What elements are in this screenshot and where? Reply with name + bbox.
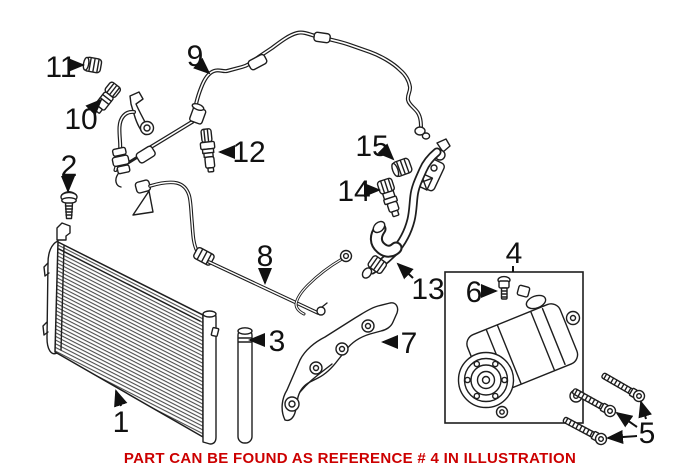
part-label-12: 12	[232, 136, 265, 169]
drier-body	[237, 328, 253, 444]
pipe-assembly	[111, 30, 431, 188]
hose-13-open-end	[361, 267, 373, 279]
service-valve-2-icon	[376, 177, 400, 218]
part-label-11: 11	[45, 51, 76, 84]
leader-arrows	[61, 57, 652, 444]
part-label-13: 13	[411, 273, 444, 306]
compressor-tab	[516, 284, 531, 298]
pipe-8-end	[316, 306, 326, 316]
bolt-icon	[571, 388, 617, 418]
part-label-4: 4	[506, 237, 523, 270]
pipe-9-coupling-a	[247, 53, 268, 71]
compressor-box	[444, 271, 584, 424]
refrigerant-pipe-8-icon	[132, 179, 328, 316]
drier-cap	[237, 327, 253, 335]
condenser-mount-tab	[56, 222, 71, 241]
liquid-pipe-icon	[294, 249, 353, 316]
refrigerant-pipe-9-core	[191, 31, 422, 130]
sealing-cap-2-icon	[391, 157, 413, 178]
leader-5a	[638, 400, 652, 420]
condenser-side-channel	[46, 240, 59, 355]
screw-threads	[64, 205, 74, 216]
leader-13	[396, 262, 414, 280]
liquid-pipe-fitting-hole	[342, 252, 350, 260]
part-label-8: 8	[257, 240, 274, 273]
pipe-hanger-loop	[132, 190, 154, 216]
bracket-detail-line	[299, 363, 333, 393]
bracket-icon	[281, 302, 399, 422]
pressure-sensor-icon	[199, 128, 216, 173]
part-label-15: 15	[355, 130, 388, 163]
part-labels: 1 2 3 4 5 6 7 8 9 10 11 12 13 14 15	[45, 40, 655, 450]
liquid-pipe-fitting	[339, 249, 353, 263]
part-label-9: 9	[187, 40, 204, 73]
part-label-6: 6	[466, 276, 483, 309]
screw-icon	[60, 191, 78, 220]
compressor-pulley	[457, 351, 515, 409]
bolt-icon	[562, 416, 608, 446]
pipe-coupling	[135, 145, 156, 164]
condenser-tank-clip	[210, 326, 220, 338]
part-label-7: 7	[401, 327, 418, 360]
part-label-2: 2	[61, 150, 78, 183]
pipe-9-port-cap	[191, 102, 205, 112]
condenser-side-tabs	[42, 262, 50, 336]
pipe-8-end-hook	[321, 302, 328, 308]
leader-5c	[606, 429, 638, 444]
hose-13-port	[430, 164, 438, 172]
part-label-10: 10	[64, 103, 97, 136]
bolt-6-icon	[497, 275, 511, 300]
liquid-pipe-core	[295, 258, 343, 315]
pipe-8-straight-core	[208, 261, 319, 314]
part-label-5: 5	[639, 417, 656, 450]
condenser-tank-cap	[202, 310, 217, 318]
pipe-9-coupling-b	[313, 31, 331, 44]
leader-10	[85, 98, 103, 116]
pipe-9-end-fitting	[414, 126, 426, 136]
bracket-eyelet-hole	[143, 124, 151, 132]
part-label-1: 1	[113, 406, 130, 439]
hose-13-hook	[436, 138, 451, 153]
caption-text: PART CAN BE FOUND AS REFERENCE # 4 IN IL…	[123, 450, 577, 467]
refrigerant-pipe-9	[190, 30, 423, 131]
condenser-frame-line	[60, 245, 65, 351]
bolt-icon	[601, 372, 646, 403]
pipe-end-fitting	[111, 146, 131, 175]
condenser-header-line	[58, 248, 201, 322]
mounting-bolts-icon	[562, 372, 646, 446]
pipe-9-tail-core	[145, 121, 193, 151]
refrigerant-pipe-8-core	[149, 181, 198, 252]
hose-13-elbow-open-end	[372, 220, 386, 234]
sealing-cap-icon	[82, 56, 103, 74]
refrigerant-pipe-8	[148, 180, 199, 253]
condenser-icon	[42, 222, 220, 445]
part-label-14: 14	[337, 175, 370, 208]
leader-5b	[615, 411, 638, 428]
compressor-icon	[457, 284, 583, 419]
leader-9	[193, 57, 211, 75]
receiver-drier-icon	[237, 327, 253, 444]
pipe-end-curl	[115, 173, 122, 188]
suction-hose-icon	[361, 138, 451, 279]
hose-13-elbow-core	[371, 224, 401, 256]
leader-15	[377, 143, 395, 161]
part-label-3: 3	[269, 325, 286, 358]
bracket-eyelet	[139, 120, 155, 136]
leader-1	[114, 389, 128, 408]
pipe-9-end-fitting2	[421, 132, 431, 140]
